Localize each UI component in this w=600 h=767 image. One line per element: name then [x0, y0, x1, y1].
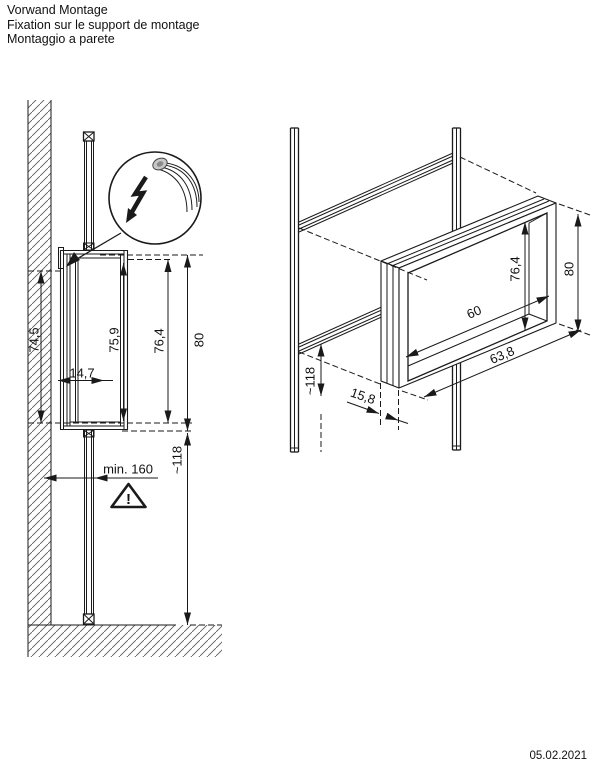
- perspective-dimensions: 60 63,8 76,4 80 15,8 ~118: [303, 214, 582, 452]
- dim-80: 80: [192, 333, 207, 347]
- mounting-rail: [82, 131, 95, 625]
- frame-side-section: [58, 247, 129, 431]
- dim-76-4-persp: 76,4: [508, 256, 523, 281]
- cable-callout: [66, 151, 202, 267]
- title-line-de: Vorwand Montage: [7, 3, 108, 17]
- side-view: 74,5 75,9 76,4 80 ~118 14,7 min. 160 !: [27, 100, 222, 657]
- lightning-icon: [126, 175, 148, 223]
- side-view-dimensions: 74,5 75,9 76,4 80 ~118 14,7 min. 160: [27, 255, 207, 625]
- dim-118-persp: ~118: [303, 367, 318, 395]
- frame-box-3d: [380, 195, 557, 389]
- dim-80-persp: 80: [562, 262, 577, 276]
- wall-hatch: [28, 100, 51, 625]
- left-stud: [289, 127, 300, 453]
- warning-exclamation: !: [126, 491, 131, 508]
- drawing-title: Vorwand Montage Fixation sur le support …: [7, 3, 199, 47]
- drawing-date: 05.02.2021: [529, 750, 587, 762]
- cables-icon: [152, 157, 200, 213]
- title-line-fr: Fixation sur le support de montage: [7, 17, 200, 32]
- dim-74-5: 74,5: [27, 327, 42, 352]
- dim-118: ~118: [170, 446, 185, 474]
- title-line-it: Montaggio a parete: [7, 32, 115, 46]
- dim-60: 60: [464, 302, 483, 321]
- dim-76-4: 76,4: [152, 328, 167, 353]
- upper-rail: [298, 152, 454, 233]
- callout-arrow: [66, 252, 80, 267]
- perspective-view: 60 63,8 76,4 80 15,8 ~118: [289, 127, 591, 453]
- dim-min-160: min. 160: [103, 462, 153, 477]
- warning-triangle-icon: !: [110, 482, 147, 509]
- floor-hatch: [28, 625, 222, 657]
- dim-75-9: 75,9: [107, 327, 122, 352]
- dim-14-7: 14,7: [69, 366, 94, 381]
